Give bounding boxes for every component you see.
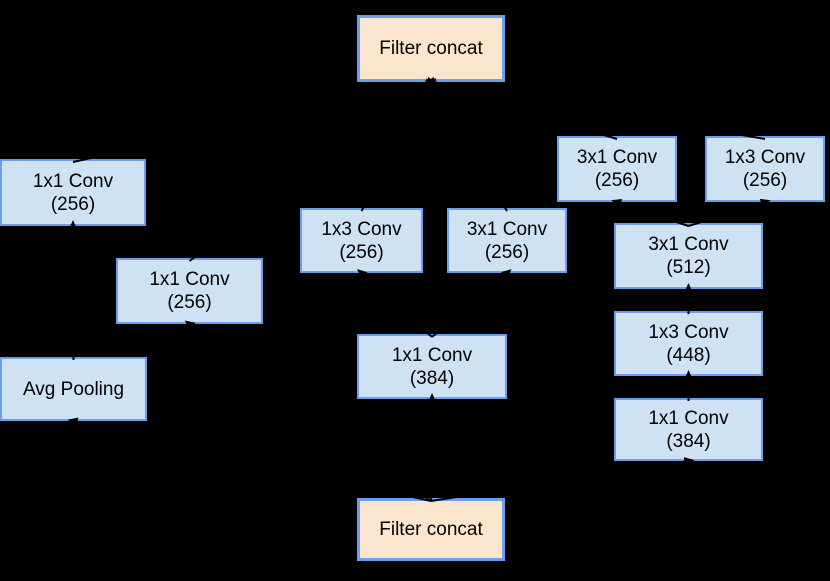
conv-3x1-512-box: 3x1 Conv (512) bbox=[614, 223, 763, 289]
conv-1x3-256-right-top-box: 1x3 Conv (256) bbox=[705, 136, 825, 202]
node-label: 3x1 Conv bbox=[648, 234, 729, 255]
node-detail: (256) bbox=[742, 170, 788, 191]
conv-1x1-256-second-box: 1x1 Conv (256) bbox=[116, 258, 263, 324]
node-label: 1x1 Conv bbox=[391, 344, 473, 366]
node-label: 1x3 Conv bbox=[648, 321, 729, 343]
node-detail: (256) bbox=[484, 241, 530, 263]
node-detail: (256) bbox=[594, 170, 640, 191]
node-detail: (256) bbox=[167, 292, 212, 313]
avg-pooling-box: Avg Pooling bbox=[0, 357, 147, 421]
node-label: Avg Pooling bbox=[22, 378, 125, 400]
node-label: 1x1 Conv bbox=[149, 269, 230, 290]
node-detail: (448) bbox=[666, 344, 711, 366]
conv-1x1-256-left-box: 1x1 Conv (256) bbox=[0, 159, 146, 226]
conv-1x3-256-mid-box: 1x3 Conv (256) bbox=[300, 208, 423, 273]
node-label: Filter concat bbox=[379, 38, 483, 59]
node-label: 3x1 Conv bbox=[576, 147, 658, 168]
conv-1x1-384-mid-box: 1x1 Conv (384) bbox=[357, 334, 507, 399]
filter-concat-bottom-box: Filter concat bbox=[357, 498, 505, 561]
node-label: 1x3 Conv bbox=[724, 147, 806, 168]
node-detail: (384) bbox=[409, 367, 455, 389]
conv-1x1-384-right-box: 1x1 Conv (384) bbox=[614, 398, 763, 461]
filter-concat-top-box: Filter concat bbox=[357, 15, 505, 82]
node-detail: (512) bbox=[666, 257, 711, 278]
node-detail: (384) bbox=[666, 430, 711, 452]
node-label: 1x1 Conv bbox=[648, 407, 729, 429]
node-detail: (256) bbox=[50, 193, 96, 215]
node-label: 1x1 Conv bbox=[32, 170, 114, 192]
conv-1x3-448-box: 1x3 Conv (448) bbox=[614, 311, 763, 376]
conv-3x1-256-mid-box: 3x1 Conv (256) bbox=[447, 208, 567, 273]
node-label: Filter concat bbox=[379, 519, 483, 540]
conv-3x1-256-right-top-box: 3x1 Conv (256) bbox=[557, 136, 677, 202]
node-label: 1x3 Conv bbox=[321, 218, 402, 240]
node-detail: (256) bbox=[339, 241, 384, 263]
node-label: 3x1 Conv bbox=[466, 218, 548, 240]
